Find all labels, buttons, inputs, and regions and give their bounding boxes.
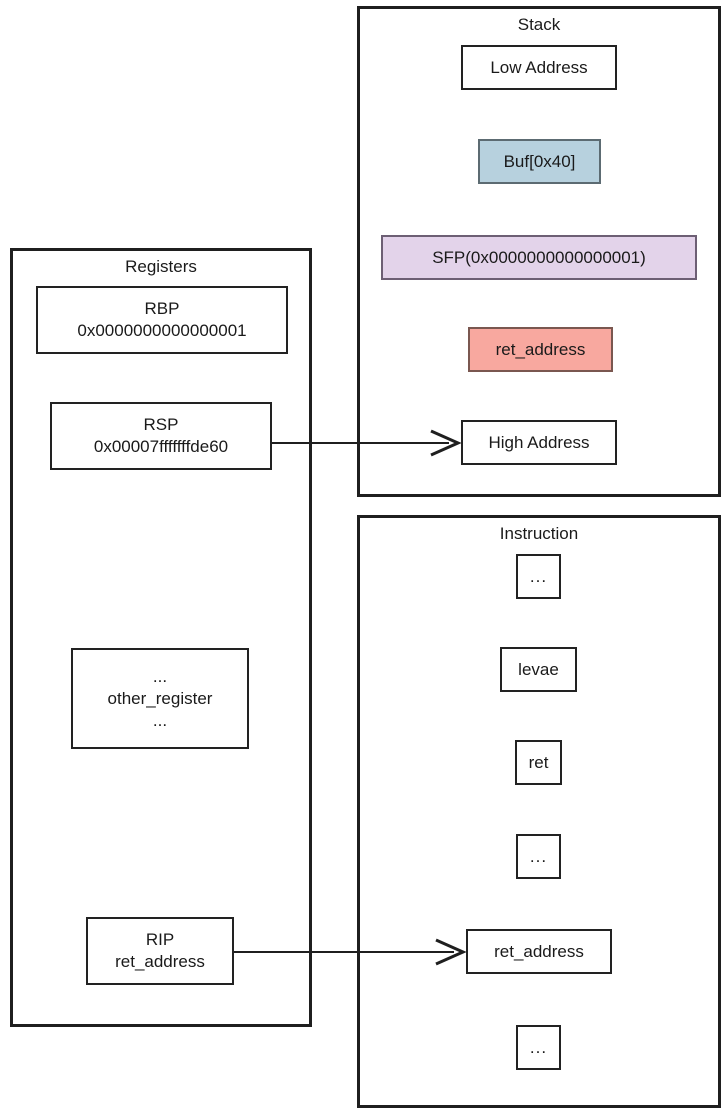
- instruction-box-ret[interactable]: ret: [515, 740, 562, 785]
- instruction-box-levae[interactable]: levae: [500, 647, 577, 692]
- stack-high-address-label: High Address: [488, 432, 590, 452]
- stack-box-ret-address[interactable]: ret_address: [468, 327, 613, 372]
- stack-box-low-address[interactable]: Low Address: [461, 45, 617, 90]
- instruction-box-ellipsis-top[interactable]: ...: [516, 554, 561, 599]
- other-register-top-ellipsis: ...: [152, 666, 168, 686]
- registers-panel-title: Registers: [125, 257, 197, 276]
- register-box-rip[interactable]: RIP ret_address: [86, 917, 234, 985]
- stack-panel: Stack: [357, 6, 721, 497]
- other-register-bottom-ellipsis: ...: [152, 710, 168, 730]
- instruction-ret-address-label: ret_address: [494, 941, 584, 961]
- register-box-other-register[interactable]: ... other_register ...: [71, 648, 249, 749]
- stack-buffer-label: Buf[0x40]: [503, 151, 576, 171]
- instruction-box-ellipsis-mid[interactable]: ...: [516, 834, 561, 879]
- instruction-box-ret-address[interactable]: ret_address: [466, 929, 612, 974]
- register-rsp-name: RSP: [143, 415, 179, 434]
- instruction-box-ellipsis-bottom[interactable]: ...: [516, 1025, 561, 1070]
- register-box-rbp[interactable]: RBP 0x0000000000000001: [36, 286, 288, 354]
- stack-box-sfp[interactable]: SFP(0x0000000000000001): [381, 235, 697, 280]
- instruction-panel: Instruction: [357, 515, 721, 1108]
- stack-low-address-label: Low Address: [490, 57, 588, 77]
- register-box-rsp[interactable]: RSP 0x00007fffffffde60: [50, 402, 272, 470]
- register-rbp-value: 0x0000000000000001: [77, 321, 247, 340]
- instruction-ret-label: ret: [528, 752, 549, 772]
- stack-panel-title: Stack: [517, 15, 561, 34]
- instruction-panel-title: Instruction: [499, 524, 579, 543]
- stack-ret-address-label: ret_address: [495, 339, 586, 359]
- stack-box-high-address[interactable]: High Address: [461, 420, 617, 465]
- instruction-ellipsis-bottom-label: ...: [529, 1037, 548, 1057]
- register-rsp-value: 0x00007fffffffde60: [93, 437, 229, 456]
- register-rbp-name: RBP: [144, 299, 180, 318]
- instruction-ellipsis-top-label: ...: [529, 566, 548, 586]
- other-register-name: other_register: [107, 688, 213, 708]
- registers-panel: Registers: [10, 248, 312, 1027]
- register-rip-value: ret_address: [115, 952, 205, 971]
- stack-sfp-label: SFP(0x0000000000000001): [432, 247, 646, 267]
- instruction-ellipsis-mid-label: ...: [529, 846, 548, 866]
- instruction-levae-label: levae: [518, 659, 559, 679]
- stack-box-buffer[interactable]: Buf[0x40]: [478, 139, 601, 184]
- register-rip-name: RIP: [145, 930, 175, 949]
